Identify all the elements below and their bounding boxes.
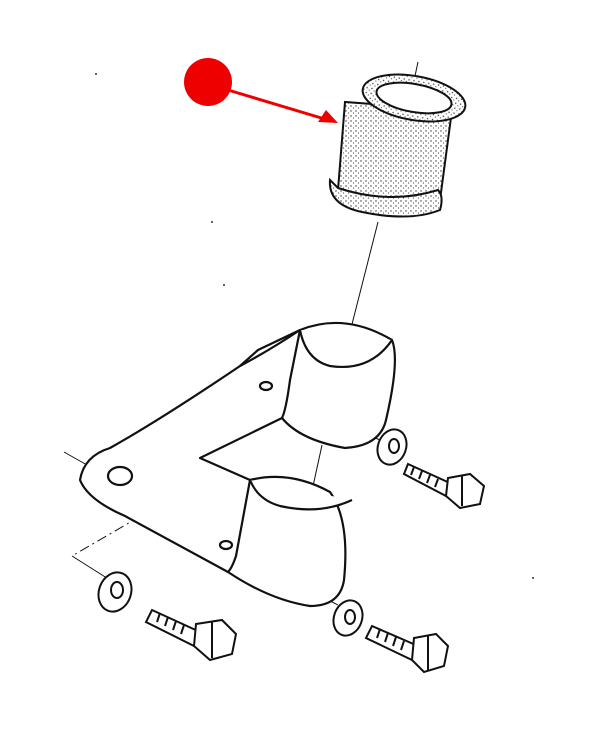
bracket [78,321,396,608]
callout-arrow-line [227,88,329,122]
bushing [328,73,467,218]
bracket-hole [106,465,134,487]
callout-marker [184,58,338,123]
bolts [144,462,486,674]
washer [97,571,133,613]
bolt [364,624,450,674]
washer [332,599,364,637]
specks [95,73,534,579]
callout-dot [184,58,232,106]
callout-arrowhead [318,110,338,123]
bolt [144,608,238,662]
washer [376,428,408,466]
washers [97,428,408,637]
bolt [402,462,486,510]
